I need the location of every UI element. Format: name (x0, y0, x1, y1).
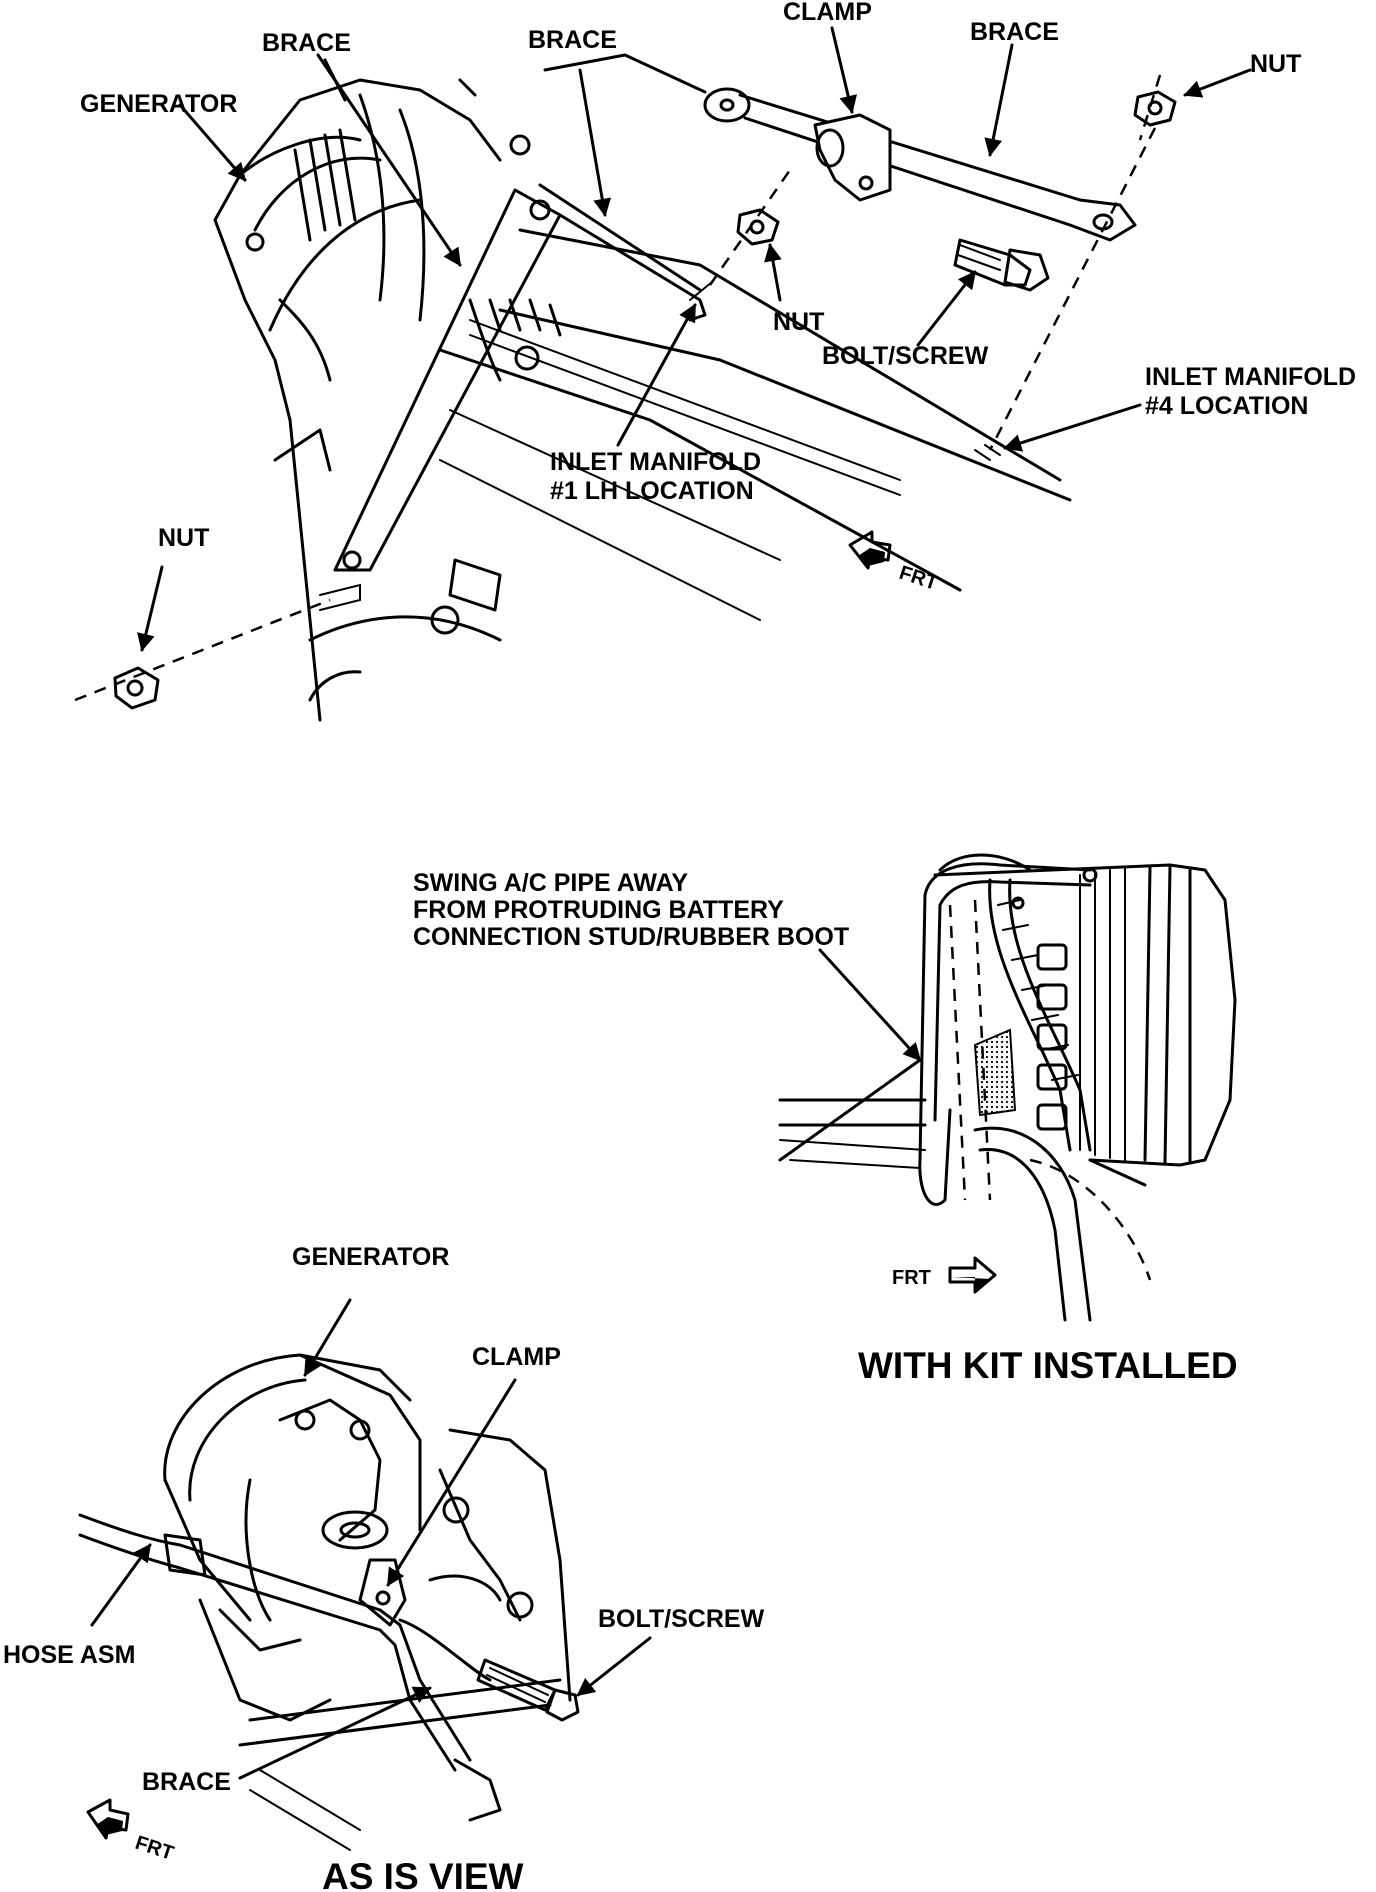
as-is-brace-label: BRACE (142, 1768, 231, 1796)
kit-note-line3: CONNECTION STUD/RUBBER BOOT (413, 923, 849, 951)
kit-frt-label: FRT (892, 1267, 931, 1289)
kit-note-line2: FROM PROTRUDING BATTERY (413, 896, 784, 924)
brace-rod-drawing (333, 183, 707, 572)
inlet-manifold-drawing (308, 228, 1072, 702)
kit-note-line1: SWING A/C PIPE AWAY (413, 869, 688, 897)
inlet-manifold-4-label-line1: INLET MANIFOLD (1145, 363, 1356, 391)
as-is-view: FRT GENERATOR CLAMP HOSE ASM BOLT/SCREW … (3, 1243, 765, 1892)
inlet-manifold-1-label-line1: INLET MANIFOLD (550, 448, 761, 476)
inlet-manifold-1-label-line2: #1 LH LOCATION (550, 477, 754, 505)
as-is-clamp-label: CLAMP (472, 1343, 561, 1371)
frt-arrow: FRT (848, 530, 940, 595)
brace-right-label: BRACE (970, 18, 1059, 46)
kit-hoses-drawing (778, 1058, 1152, 1322)
top-leader-lines (137, 26, 1252, 652)
nut-left-path (74, 598, 331, 702)
frt-label: FRT (896, 562, 940, 595)
generator-drawing (213, 58, 531, 722)
as-is-frt-label: FRT (132, 1832, 176, 1865)
as-is-view-caption: AS IS VIEW (322, 1856, 524, 1892)
inlet-manifold-4-label-line2: #4 LOCATION (1145, 392, 1308, 420)
nut-top-right-label: NUT (1250, 50, 1301, 78)
generator-label: GENERATOR (80, 90, 237, 118)
as-is-frt-arrow: FRT (86, 1798, 176, 1865)
brace-clamp-drawing (703, 87, 1137, 292)
nut-top-right-path (988, 74, 1162, 451)
as-is-generator-drawing (163, 1353, 422, 1722)
as-is-leader-lines (90, 1298, 652, 1780)
as-is-bolt-screw-label: BOLT/SCREW (598, 1605, 765, 1633)
as-is-bolt-drawing (398, 1618, 580, 1722)
kit-view: FRT SWING A/C PIPE AWAY FROM PROTRUDING … (413, 853, 1238, 1386)
nut-left-label: NUT (158, 524, 209, 552)
brace-left-label: BRACE (262, 29, 351, 57)
kit-frt-arrow: FRT (892, 1256, 997, 1294)
bolt-screw-label: BOLT/SCREW (822, 342, 989, 370)
brace-middle-label: BRACE (528, 26, 617, 54)
kit-ac-pipe-drawing (918, 862, 1098, 1206)
top-view: FRT GENERATOR BRACE BRACE CLAMP BRACE NU… (74, 0, 1356, 722)
hose-asm-label: HOSE ASM (3, 1641, 135, 1669)
nut-center-path (708, 169, 792, 286)
kit-note-leader (818, 948, 922, 1062)
nut-drawings (113, 90, 1177, 710)
kit-view-caption: WITH KIT INSTALLED (858, 1345, 1238, 1386)
nut-center-label: NUT (773, 308, 824, 336)
clamp-label: CLAMP (783, 0, 872, 26)
as-is-generator-label: GENERATOR (292, 1243, 449, 1271)
